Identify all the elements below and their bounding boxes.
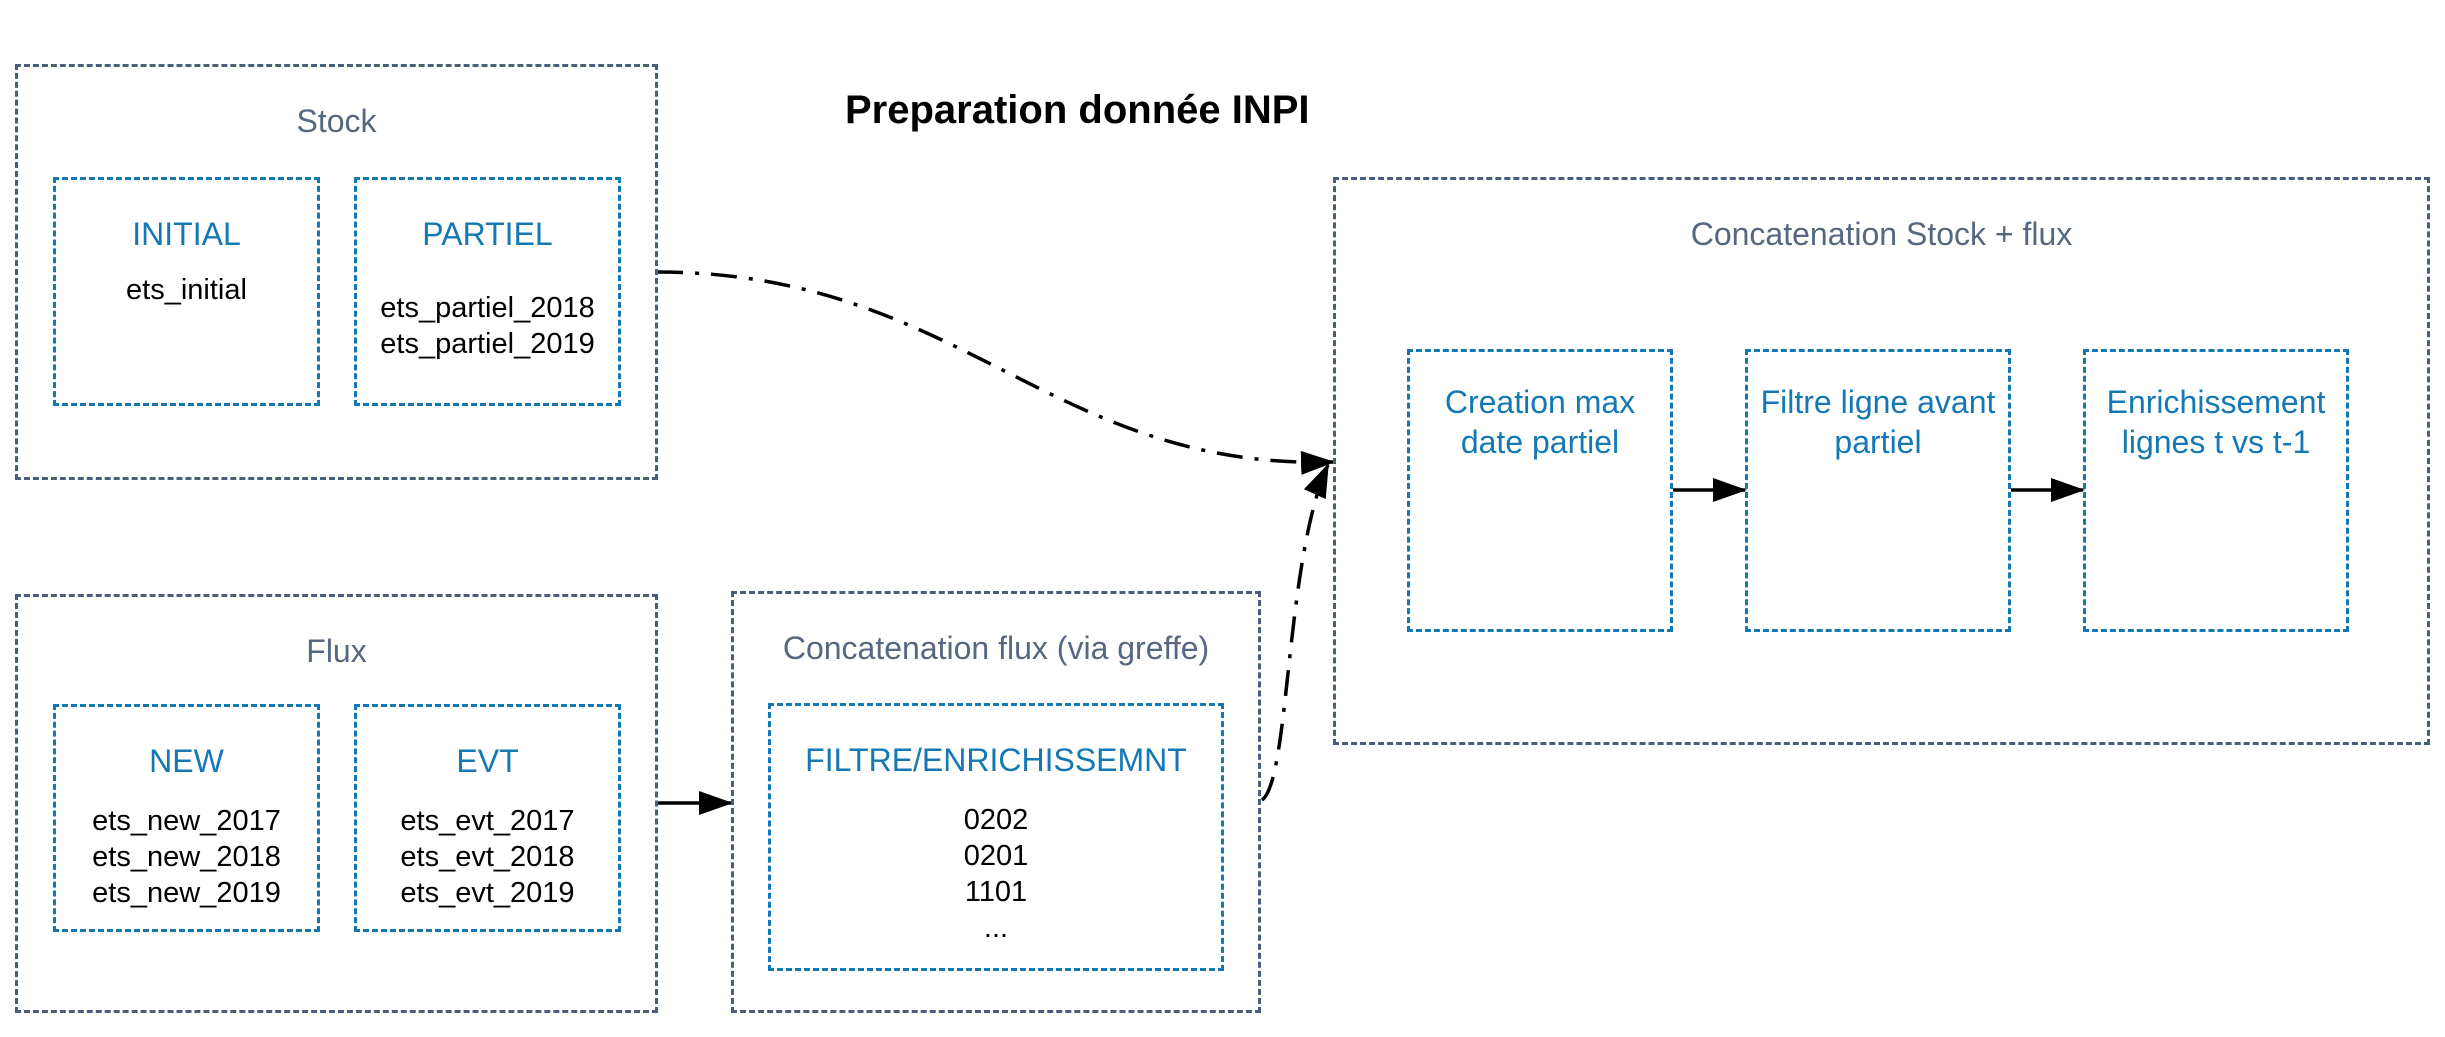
stock-to-concat-connector [656, 270, 1335, 475]
step-node: Creation max date partiel [1407, 349, 1673, 632]
new-line: ets_new_2019 [92, 877, 281, 909]
concat-stock-flux-label: Concatenation Stock + flux [1690, 216, 2073, 252]
step-node: Filtre ligne avant partiel [1745, 349, 2011, 632]
evt-line: ets_evt_2018 [400, 841, 575, 873]
new-line: ets_new_2018 [92, 841, 281, 873]
evt-lines: ets_evt_2017 ets_evt_2018 ets_evt_2019 [357, 803, 618, 911]
concat-stock-flux-group: Concatenation Stock + flux [1333, 177, 2430, 745]
filter-node: FILTRE/ENRICHISSEMNT 0202 0201 1101 ... [768, 703, 1224, 971]
flux-label: Flux [306, 633, 367, 669]
stock-label: Stock [296, 103, 377, 139]
concat-flux-group: Concatenation flux (via greffe) [731, 591, 1261, 1013]
evt-line: ets_evt_2019 [400, 877, 575, 909]
initial-lines: ets_initial [56, 272, 317, 308]
filter-lines: 0202 0201 1101 ... [771, 802, 1221, 946]
diagram-title: Preparation donnée INPI [845, 88, 1310, 132]
evt-node: EVT ets_evt_2017 ets_evt_2018 ets_evt_20… [354, 704, 621, 932]
concat-flux-to-concat-connector [1260, 463, 1330, 802]
filter-line: 0202 [963, 804, 1029, 836]
filter-line: 1101 [964, 876, 1028, 908]
filter-title: FILTRE/ENRICHISSEMNT [805, 742, 1187, 778]
evt-title: EVT [456, 743, 519, 779]
step-title: Enrichissement lignes t vs t-1 [2106, 384, 2326, 460]
step-title: Creation max date partiel [1444, 384, 1636, 460]
flux-group: Flux [15, 594, 658, 1013]
partiel-title: PARTIEL [422, 216, 553, 252]
partiel-lines: ets_partiel_2018 ets_partiel_2019 [357, 290, 618, 362]
partiel-line: ets_partiel_2018 [380, 292, 595, 324]
filter-line: 0201 [963, 840, 1029, 872]
step-title: Filtre ligne avant partiel [1760, 384, 1996, 460]
concat-flux-label: Concatenation flux (via greffe) [782, 630, 1210, 666]
partiel-node: PARTIEL ets_partiel_2018 ets_partiel_201… [354, 177, 621, 406]
new-line: ets_new_2017 [92, 805, 281, 837]
filter-line: ... [983, 912, 1009, 944]
step-node: Enrichissement lignes t vs t-1 [2083, 349, 2349, 632]
evt-line: ets_evt_2017 [400, 805, 575, 837]
initial-line: ets_initial [126, 274, 247, 306]
initial-node: INITIAL ets_initial [53, 177, 320, 406]
partiel-line: ets_partiel_2019 [380, 328, 595, 360]
initial-title: INITIAL [132, 216, 241, 252]
new-lines: ets_new_2017 ets_new_2018 ets_new_2019 [56, 803, 317, 911]
new-title: NEW [149, 743, 224, 779]
stock-group: Stock [15, 64, 658, 480]
new-node: NEW ets_new_2017 ets_new_2018 ets_new_20… [53, 704, 320, 932]
